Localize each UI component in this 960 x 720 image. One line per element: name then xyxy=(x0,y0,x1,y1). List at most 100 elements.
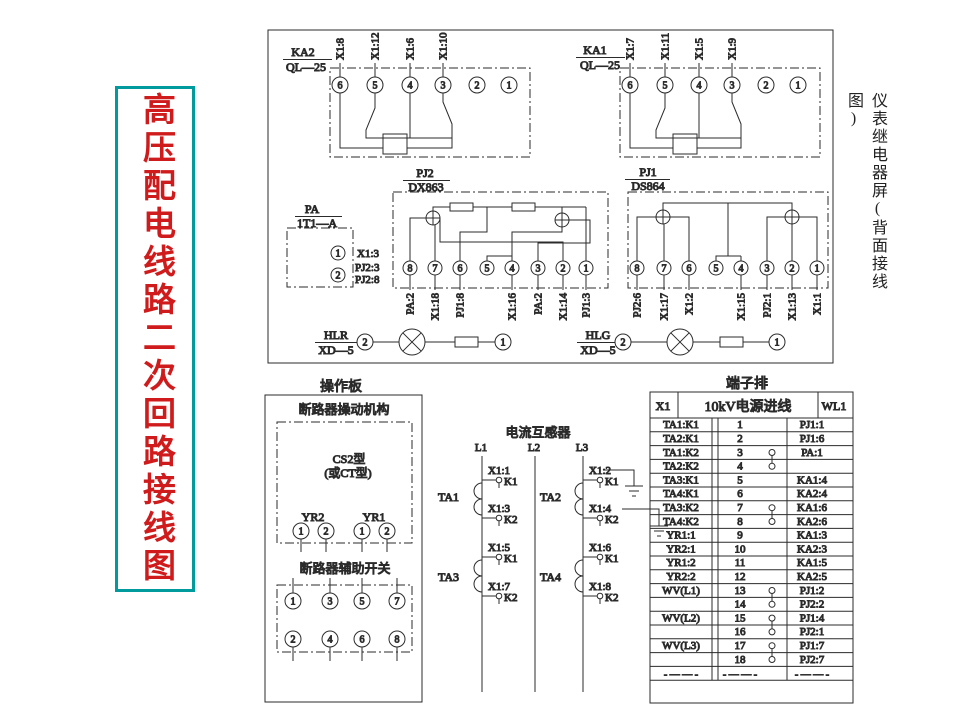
table-cell-left: TA1:K1 xyxy=(663,419,699,431)
pj2-name: PJ2 xyxy=(416,166,433,180)
terminal-number: 4 xyxy=(408,81,413,92)
phase-label: L2 xyxy=(528,442,540,454)
ammeter-pa: PA 1T1—A 12X1:3PJ2:3PJ2:8 xyxy=(287,202,380,287)
table-cell-right: PJ2:1 xyxy=(800,626,824,638)
table-cell-left: TA4:K1 xyxy=(663,488,699,500)
terminal-number: 6 xyxy=(628,81,633,92)
wire-label: PJ1:8 xyxy=(455,293,467,318)
terminal-label: K2 xyxy=(605,592,618,604)
terminal-number: 5 xyxy=(360,597,365,608)
wire-label: PJ2:3 xyxy=(355,262,380,274)
tap-circle xyxy=(597,593,603,599)
jumper-circle xyxy=(769,601,775,607)
hlr-model: XD—5 xyxy=(318,343,353,357)
table-cell-num: 16 xyxy=(735,626,747,638)
table-cell-num: 10 xyxy=(735,543,747,555)
ka1-model: QL—25 xyxy=(580,58,620,72)
table-cell-right: PJ1:4 xyxy=(800,612,825,624)
terminal-number: 5 xyxy=(714,264,719,275)
terminal-number: 1 xyxy=(360,527,365,538)
table-cell-num: 13 xyxy=(735,585,747,597)
jumper-circle xyxy=(769,463,775,469)
terminal-number: 1 xyxy=(291,597,296,608)
relay-ka1: KA1 QL—25 654321X1:7X1:11X1:5X1:9 xyxy=(576,33,820,157)
ct-winding-icon xyxy=(474,483,482,515)
table-dashes: - — — - xyxy=(723,670,757,681)
jumper-circle xyxy=(769,643,775,649)
aux-switch-title: 断路器辅助开关 xyxy=(299,561,390,576)
terminal-label: K1 xyxy=(605,553,618,565)
terminal-number: 7 xyxy=(662,264,667,275)
table-header-wl1: WL1 xyxy=(822,399,847,413)
meter-pj1: PJ1 DS864 87654321PJ2:6X1:17X1:2X1:15PJ2… xyxy=(625,165,828,321)
terminal-number: 5 xyxy=(373,81,378,92)
tap-circle xyxy=(496,515,502,521)
table-cell-num: 15 xyxy=(735,612,747,624)
lamp-hlg: HLG XD—5 21 xyxy=(577,328,785,357)
wire-label: PA:2 xyxy=(405,293,417,315)
table-cell-right: PJ1:6 xyxy=(800,433,825,445)
table-cell-right: PA:1 xyxy=(801,447,823,459)
hlg-model: XD—5 xyxy=(580,343,615,357)
ct-title: 电流互感器 xyxy=(505,425,570,440)
table-dashes: - — — - xyxy=(795,670,829,681)
jumper-circle xyxy=(769,629,775,635)
wire-label: X1:6 xyxy=(405,38,417,61)
pa-model: 1T1—A xyxy=(297,216,337,230)
meter-pj2: PJ2 DX863 87654321PA:2X1:18PJ1:8X1:16PA:… xyxy=(393,166,608,321)
terminal-number: 3 xyxy=(536,264,541,275)
table-cell-left: TA1:K2 xyxy=(663,447,699,459)
terminal-number: 1 xyxy=(815,264,820,275)
ct-name: TA3 xyxy=(438,570,459,584)
wire-label: X1:15 xyxy=(736,293,748,321)
phase-label: L1 xyxy=(475,442,487,454)
pj1-model: DS864 xyxy=(631,179,664,193)
terminal-label: K1 xyxy=(504,476,517,488)
terminal-number: 4 xyxy=(739,264,744,275)
table-cell-num: 11 xyxy=(735,557,746,569)
ct-name: TA1 xyxy=(438,490,459,504)
table-cell-num: 18 xyxy=(735,654,747,666)
terminal-number: 3 xyxy=(730,81,735,92)
terminal-number: 1 xyxy=(796,81,801,92)
pj2-model: DX863 xyxy=(408,180,443,194)
table-cell-num: 1 xyxy=(737,419,743,431)
terminal-number: 8 xyxy=(635,264,640,275)
jumper-circle xyxy=(769,519,775,525)
pj1-name: PJ1 xyxy=(639,165,656,179)
terminal-label: K2 xyxy=(605,514,618,526)
wire-label: X1:18 xyxy=(430,293,442,321)
ct-winding-icon xyxy=(575,560,583,592)
terminal-number: 6 xyxy=(687,264,692,275)
table-cell-right: KA2:3 xyxy=(797,543,827,555)
operation-panel-title: 操作板 xyxy=(320,379,362,395)
relay-panel-frame xyxy=(268,30,833,363)
ka2-coil xyxy=(383,134,407,154)
table-cell-right: PJ2:7 xyxy=(800,654,825,666)
wire-label: X1:14 xyxy=(558,293,570,321)
mechanism-type-1: CS2型 xyxy=(333,452,366,466)
table-cell-right: PJ1:2 xyxy=(800,585,824,597)
terminal-number: 2 xyxy=(475,81,480,92)
wire-label: X1:5 xyxy=(694,38,706,61)
wire-label: X1:12 xyxy=(370,33,382,61)
table-cell-num: 6 xyxy=(737,488,743,500)
terminal-number: 6 xyxy=(360,635,365,646)
lamp-hlr: HLR XD—5 21 xyxy=(315,328,511,357)
table-cell-num: 17 xyxy=(735,640,747,652)
table-cell-right: PJ2:2 xyxy=(800,599,824,611)
table-cell-num: 3 xyxy=(737,447,743,459)
wire-label: X1:10 xyxy=(438,32,450,60)
terminal-number: 1 xyxy=(584,264,589,275)
terminal-number: 1 xyxy=(336,249,341,260)
tap-circle xyxy=(496,593,502,599)
table-cell-left: TA2:K1 xyxy=(663,433,699,445)
terminal-number: 2 xyxy=(385,527,390,538)
terminal-number: 8 xyxy=(395,635,400,646)
mechanism-title: 断路器操动机构 xyxy=(298,402,389,417)
tap-circle xyxy=(597,554,603,560)
terminal-number: 1 xyxy=(299,527,304,538)
table-cell-num: 4 xyxy=(737,461,743,473)
table-cell-left: TA2:K2 xyxy=(663,461,699,473)
terminal-number: 4 xyxy=(328,635,333,646)
